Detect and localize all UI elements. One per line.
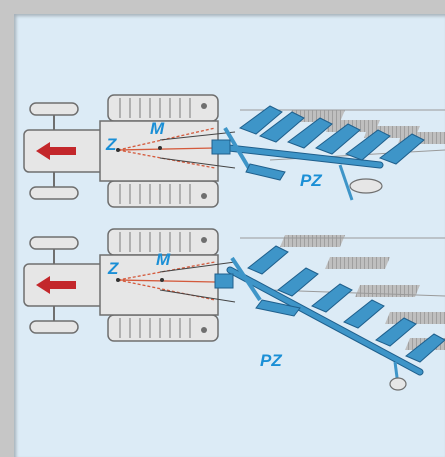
- label-pz: PZ: [260, 351, 282, 370]
- arrow-left-icon: [36, 276, 76, 294]
- label-m: M: [150, 119, 165, 138]
- arrow-left-icon: [36, 142, 76, 160]
- plough-top: [211, 105, 425, 201]
- plough-bottom: [214, 245, 445, 391]
- label-z: Z: [107, 259, 119, 278]
- tractor-plough-top: Z M PZ: [23, 94, 445, 208]
- hitch-lines-bottom: [116, 261, 236, 303]
- hitch-lines-top: [116, 127, 236, 169]
- label-m: M: [156, 250, 171, 269]
- label-pz: PZ: [300, 171, 322, 190]
- tractor-plough-bottom: Z M PZ: [23, 228, 445, 391]
- diagram-panel: [14, 14, 445, 457]
- label-z: Z: [105, 135, 117, 154]
